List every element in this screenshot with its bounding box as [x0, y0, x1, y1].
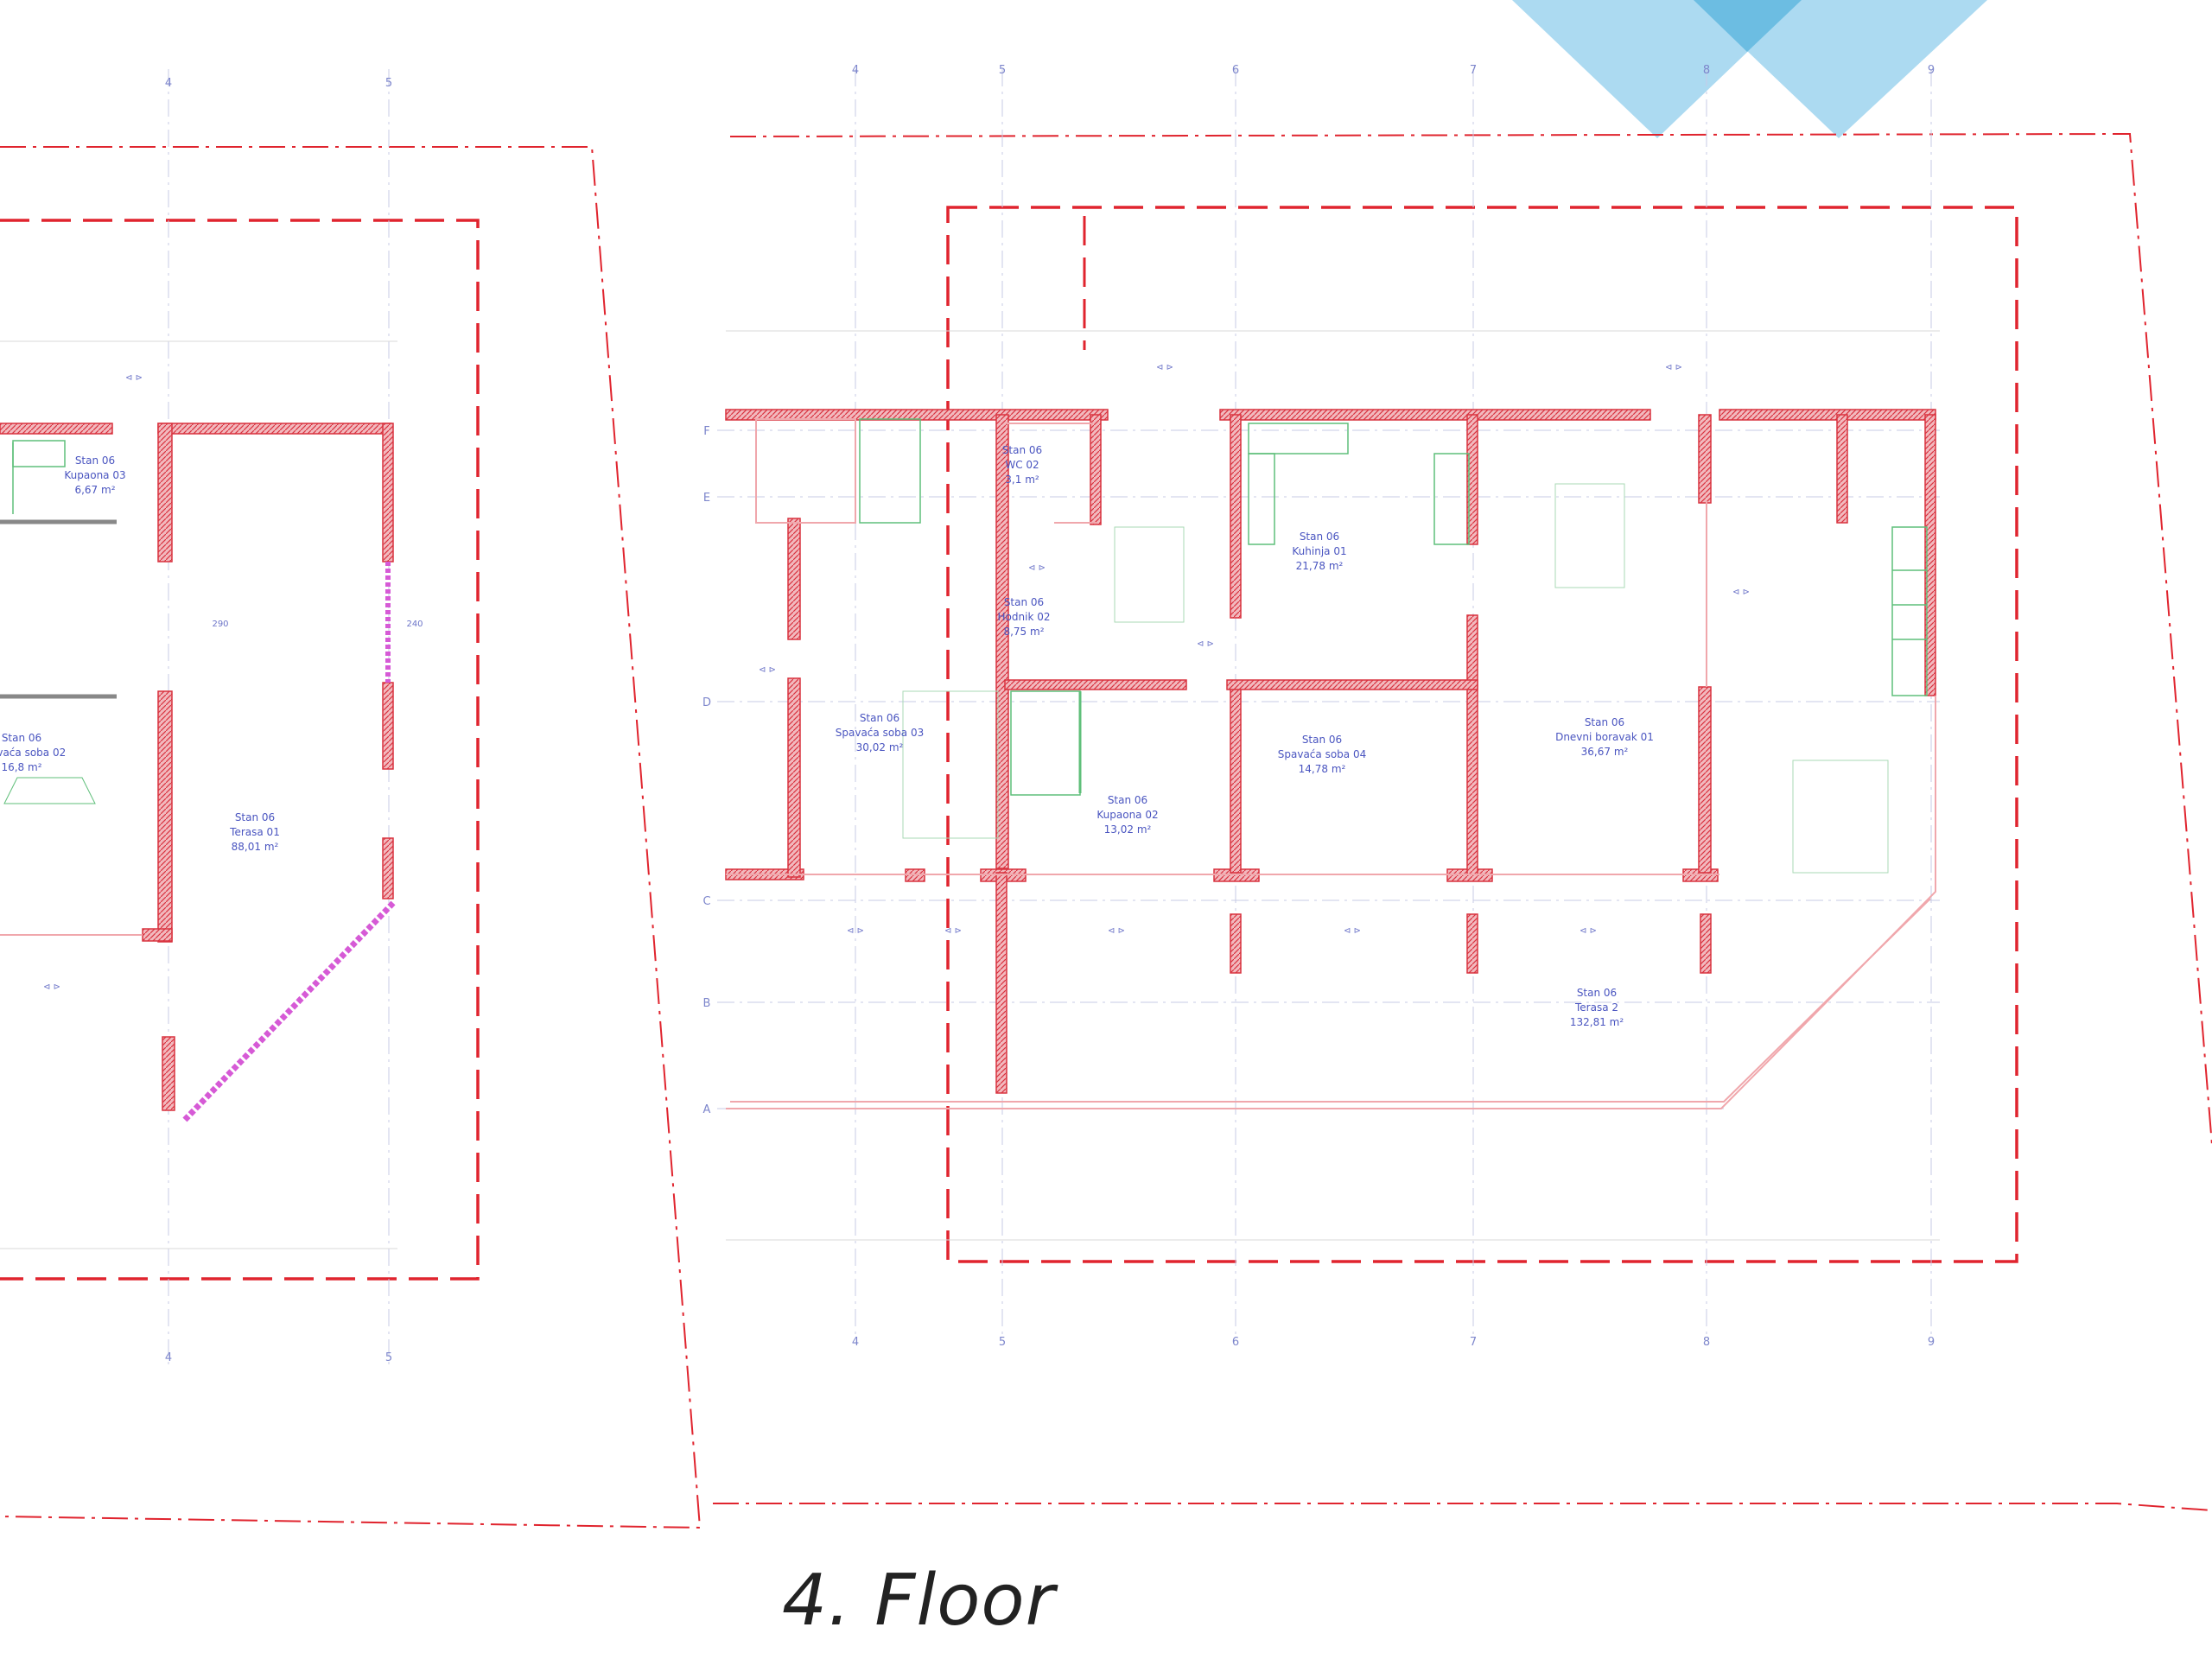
room-wc-02-line-1: WC 02	[1005, 459, 1039, 471]
room-kupaona-02-line-0: Stan 06	[1108, 794, 1147, 806]
svg-text:⊲ ⊳: ⊲ ⊳	[125, 373, 143, 383]
axis-top-5: 5	[999, 64, 1006, 77]
room-terasa-2-line-0: Stan 06	[1577, 987, 1617, 999]
room-spavaca-soba-04-line-0: Stan 06	[1302, 734, 1342, 746]
axis-bottom-9: 9	[1928, 1336, 1935, 1349]
svg-text:⊲ ⊳: ⊲ ⊳	[1580, 926, 1597, 936]
axis-row-D: D	[702, 696, 711, 709]
axis-left-4: 4	[165, 77, 172, 90]
axis-row-C: C	[702, 895, 710, 908]
room-terasa-01-line-0: Stan 06	[235, 811, 275, 823]
svg-text:⊲ ⊳: ⊲ ⊳	[1197, 639, 1214, 649]
room-spavaca-soba-03-line-0: Stan 06	[860, 712, 899, 724]
left-plan: ⊲ ⊳ 290 240 ⊲ ⊳	[0, 69, 702, 1529]
brand-logo-icon	[1512, 0, 1987, 138]
axis-top-6: 6	[1232, 64, 1239, 77]
svg-text:⊲ ⊳: ⊲ ⊳	[43, 982, 60, 992]
svg-text:⊲ ⊳: ⊲ ⊳	[1344, 926, 1361, 936]
room-hodnik-02-line-1: Hodnik 02	[998, 611, 1051, 623]
room-terasa-2-line-1: Terasa 2	[1574, 1001, 1618, 1014]
axis-bottom-4: 4	[852, 1336, 859, 1349]
room-kuhinja-01-line-1: Kuhinja 01	[1292, 545, 1346, 557]
axis-top-8: 8	[1703, 64, 1710, 77]
axis-bottom-6: 6	[1232, 1336, 1239, 1349]
svg-text:240: 240	[406, 620, 423, 629]
room-spavaca-soba-03: Stan 06 Spavaća soba 03 30,02 m²	[836, 712, 924, 753]
axis-left-b-4: 4	[165, 1351, 172, 1364]
room-dnevni-boravak-01-line-0: Stan 06	[1585, 716, 1624, 728]
room-terasa-01-line-2: 88,01 m²	[232, 841, 279, 853]
room-hodnik-02-line-0: Stan 06	[1004, 596, 1044, 608]
axis-bottom-5: 5	[999, 1336, 1006, 1349]
room-kuhinja-01-line-2: 21,78 m²	[1296, 560, 1344, 572]
svg-text:⊲ ⊳: ⊲ ⊳	[1156, 363, 1173, 372]
room-spavaca-soba-03-line-2: 30,02 m²	[856, 741, 904, 753]
room-hodnik-02: Stan 06 Hodnik 02 8,75 m²	[998, 596, 1051, 638]
room-kuhinja-01-line-0: Stan 06	[1300, 531, 1339, 543]
axis-bottom-8: 8	[1703, 1336, 1710, 1349]
page-title: 4. Floor	[782, 1560, 1056, 1642]
room-terasa-2-line-2: 132,81 m²	[1570, 1016, 1624, 1028]
svg-text:⊲ ⊳: ⊲ ⊳	[1108, 926, 1125, 936]
svg-text:⊲ ⊳: ⊲ ⊳	[1665, 363, 1682, 372]
room-spavaca-soba-03-line-1: Spavaća soba 03	[836, 727, 924, 739]
room-terasa-01-line-1: Terasa 01	[229, 826, 280, 838]
room-spavaca-soba-04: Stan 06 Spavaća soba 04 14,78 m²	[1278, 734, 1366, 775]
room-dnevni-boravak-01-line-2: 36,67 m²	[1581, 746, 1629, 758]
room-spavaca-soba-04-line-2: 14,78 m²	[1299, 763, 1346, 775]
axis-top-9: 9	[1928, 64, 1935, 77]
room-spavaca-soba-02-line-1: Spavaća soba 02	[0, 747, 66, 759]
right-plan: ⊲ ⊳ ⊲ ⊳ ⊲ ⊳ ⊲ ⊳ ⊲ ⊳ ⊲ ⊳ ⊲ ⊳ ⊲ ⊳ ⊲ ⊳ ⊲ ⊳ …	[713, 69, 2212, 1511]
axis-row-A: A	[703, 1103, 711, 1116]
room-kupaona-03-line-0: Stan 06	[75, 454, 115, 467]
axis-row-F: F	[703, 425, 709, 438]
axis-row-E: E	[703, 492, 710, 505]
svg-text:⊲ ⊳: ⊲ ⊳	[1732, 588, 1750, 597]
room-spavaca-soba-02-line-2: 16,8 m²	[1, 761, 41, 773]
room-spavaca-soba-02-line-0: Stan 06	[2, 732, 41, 744]
axis-top-4: 4	[852, 64, 859, 77]
svg-text:290: 290	[212, 620, 228, 629]
room-kupaona-03-line-1: Kupaona 03	[64, 469, 125, 481]
axis-bottom-7: 7	[1470, 1336, 1477, 1349]
room-kupaona-03: Stan 06 Kupaona 03 6,67 m²	[64, 454, 125, 496]
room-kupaona-02: Stan 06 Kupaona 02 13,02 m²	[1096, 794, 1158, 836]
room-wc-02: Stan 06 WC 02 3,1 m²	[1002, 444, 1042, 486]
room-spavaca-soba-02: Stan 06 Spavaća soba 02 16,8 m²	[0, 732, 66, 773]
axis-row-B: B	[703, 997, 711, 1010]
axis-left-b-5: 5	[385, 1351, 392, 1364]
room-spavaca-soba-04-line-1: Spavaća soba 04	[1278, 748, 1366, 760]
room-dnevni-boravak-01: Stan 06 Dnevni boravak 01 36,67 m²	[1555, 716, 1654, 758]
svg-text:⊲ ⊳: ⊲ ⊳	[759, 665, 776, 675]
room-terasa-2: Stan 06 Terasa 2 132,81 m²	[1570, 987, 1624, 1028]
room-kupaona-02-line-2: 13,02 m²	[1104, 823, 1152, 836]
svg-text:⊲ ⊳: ⊲ ⊳	[1028, 563, 1046, 573]
room-dnevni-boravak-01-line-1: Dnevni boravak 01	[1555, 731, 1654, 743]
axis-left-5: 5	[385, 77, 392, 90]
room-wc-02-line-0: Stan 06	[1002, 444, 1042, 456]
room-wc-02-line-2: 3,1 m²	[1005, 474, 1039, 486]
axis-top-7: 7	[1470, 64, 1477, 77]
room-kuhinja-01: Stan 06 Kuhinja 01 21,78 m²	[1292, 531, 1346, 572]
svg-text:⊲ ⊳: ⊲ ⊳	[847, 926, 864, 936]
room-terasa-01: Stan 06 Terasa 01 88,01 m²	[229, 811, 280, 853]
room-kupaona-03-line-2: 6,67 m²	[74, 484, 115, 496]
room-hodnik-02-line-2: 8,75 m²	[1003, 626, 1044, 638]
room-kupaona-02-line-1: Kupaona 02	[1096, 809, 1158, 821]
svg-text:⊲ ⊳: ⊲ ⊳	[944, 926, 962, 936]
